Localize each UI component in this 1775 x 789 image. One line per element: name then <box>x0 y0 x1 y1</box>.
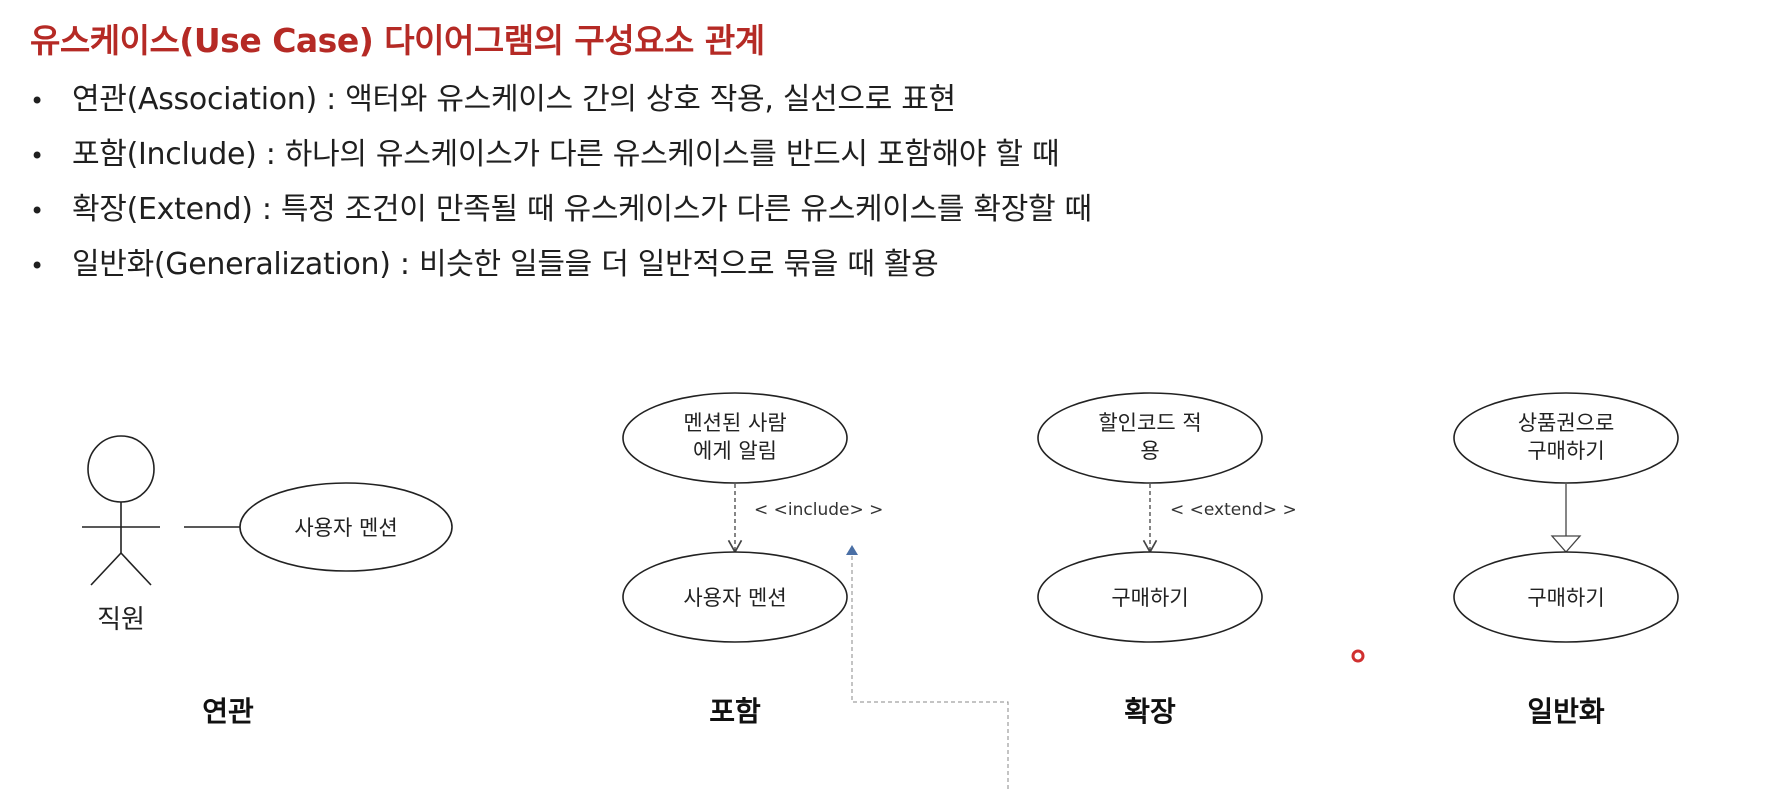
usecase-label-line1: 상품권으로 <box>1518 411 1615 435</box>
usecase-label-line2: 용 <box>1140 439 1159 463</box>
caption-include: 포함 <box>709 695 761 728</box>
usecase-ellipse <box>1037 392 1263 484</box>
actor-head <box>87 435 155 503</box>
actor-leg-left <box>90 552 122 586</box>
slide-title: 유스케이스(Use Case) 다이어그램의 구성요소 관계 <box>30 21 765 60</box>
generalization-triangle-arrowhead <box>1550 535 1582 553</box>
bullet-text: 포함(Include) : 하나의 유스케이스가 다른 유스케이스를 반드시 포… <box>72 137 1060 172</box>
usecase-label-line2: 에게 알림 <box>693 439 777 463</box>
laser-pointer-icon <box>1351 649 1365 663</box>
bullet-list: • 연관(Association) : 액터와 유스케이스 간의 상호 작용, 실… <box>30 72 1092 292</box>
usecase-label: 구매하기 <box>1111 586 1188 610</box>
usecase-ellipse <box>622 551 848 643</box>
include-stereotype: < <include> > <box>754 500 883 520</box>
usecase-ellipse <box>1037 551 1263 643</box>
bullet-extend: • 확장(Extend) : 특정 조건이 만족될 때 유스케이스가 다른 유스케… <box>30 182 1092 237</box>
usecase-label: 사용자 멘션 <box>294 516 397 540</box>
bullet-text: 확장(Extend) : 특정 조건이 만족될 때 유스케이스가 다른 유스케이… <box>72 192 1092 227</box>
cursor-guide <box>846 545 1009 789</box>
bullet-glyph: • <box>30 142 44 170</box>
bullet-glyph: • <box>30 87 44 115</box>
include-diagram: 멘션된 사람 에게 알림 < <include> > 사용자 멘션 포함 <box>622 392 883 728</box>
usecase-ellipse <box>1453 551 1679 643</box>
association-diagram: 직원 사용자 멘션 연관 <box>82 435 453 728</box>
usecase-ellipse <box>622 392 848 484</box>
generalization-diagram: 상품권으로 구매하기 구매하기 일반화 <box>1453 392 1679 728</box>
cursor-guide-line <box>851 556 1009 789</box>
cursor-up-arrow-icon <box>846 545 858 555</box>
usecase-ellipse <box>239 482 453 572</box>
usecase-label-line2: 구매하기 <box>1527 439 1604 463</box>
bullet-include: • 포함(Include) : 하나의 유스케이스가 다른 유스케이스를 반드시 … <box>30 127 1092 182</box>
usecase-label: 사용자 멘션 <box>683 586 786 610</box>
actor-leg-right <box>120 552 152 586</box>
usecase-label-line1: 할인코드 적 <box>1098 411 1201 435</box>
bullet-glyph: • <box>30 252 44 280</box>
usecase-ellipse <box>1453 392 1679 484</box>
caption-generalization: 일반화 <box>1527 695 1605 728</box>
caption-extend: 확장 <box>1124 695 1176 728</box>
bullet-text: 연관(Association) : 액터와 유스케이스 간의 상호 작용, 실선… <box>72 82 956 117</box>
bullet-glyph: • <box>30 197 44 225</box>
bullet-association: • 연관(Association) : 액터와 유스케이스 간의 상호 작용, 실… <box>30 72 1092 127</box>
extend-diagram: 할인코드 적 용 < <extend> > 구매하기 확장 <box>1037 392 1297 728</box>
actor-name: 직원 <box>97 605 145 635</box>
caption-association: 연관 <box>202 695 254 728</box>
bullet-text: 일반화(Generalization) : 비슷한 일들을 더 일반적으로 묶을… <box>72 247 939 282</box>
actor-stick-figure <box>82 435 160 586</box>
usecase-label-line1: 멘션된 사람 <box>683 411 786 435</box>
extend-stereotype: < <extend> > <box>1170 500 1297 520</box>
bullet-generalization: • 일반화(Generalization) : 비슷한 일들을 더 일반적으로 묶… <box>30 237 1092 292</box>
usecase-label: 구매하기 <box>1527 586 1604 610</box>
